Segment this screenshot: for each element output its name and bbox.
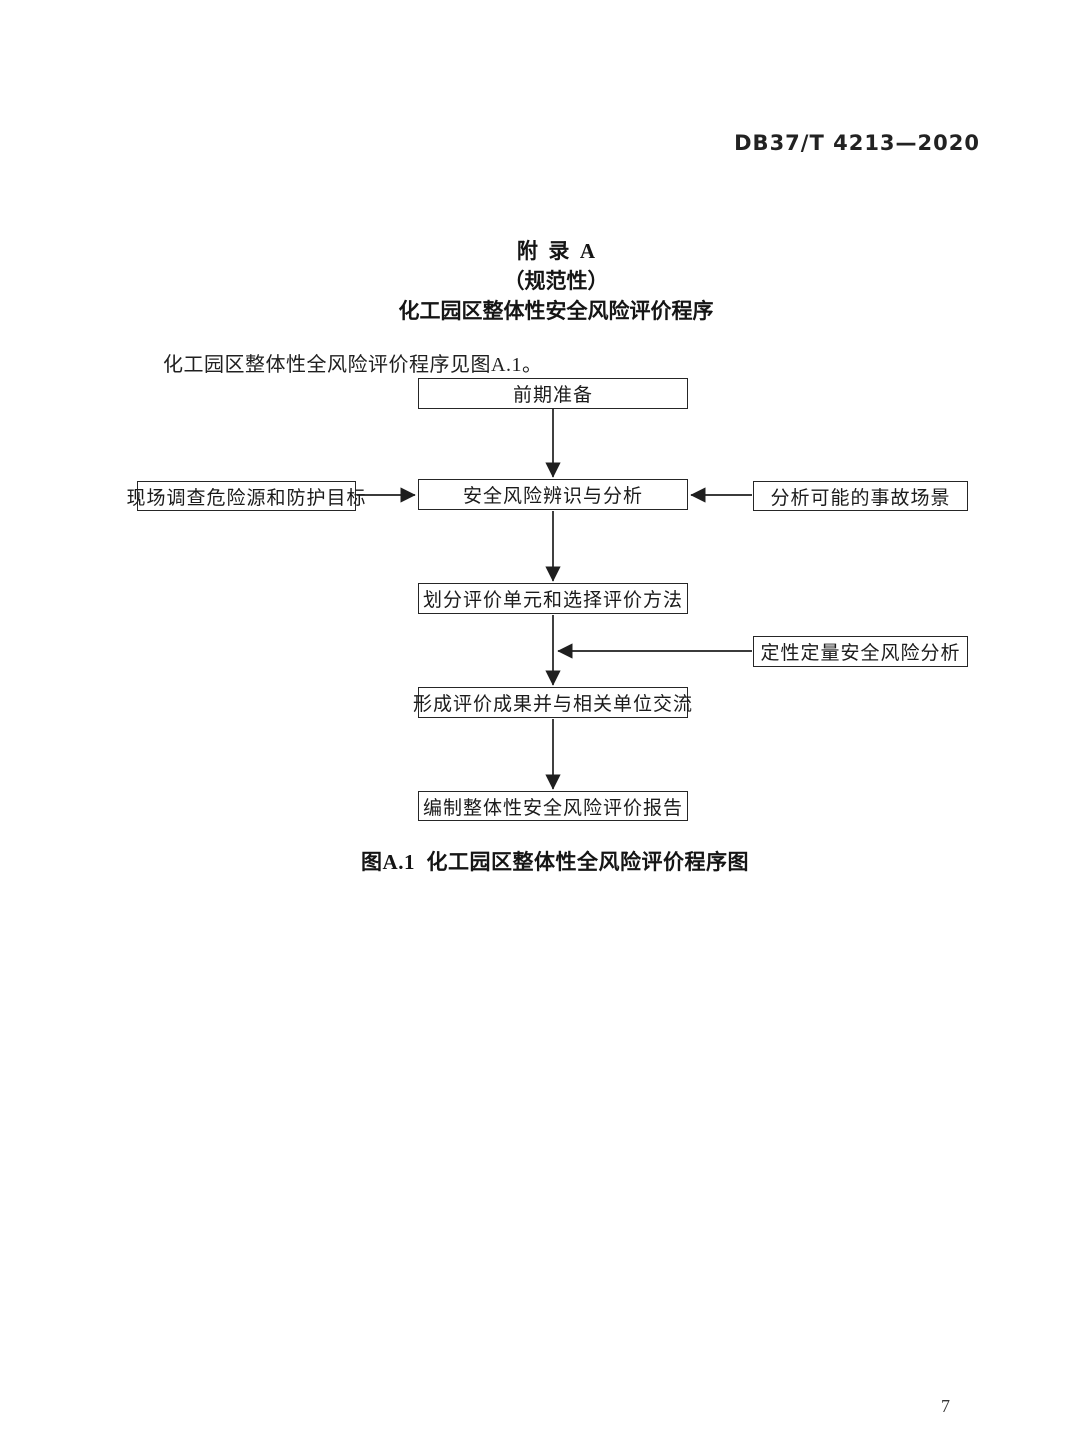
flowchart-node-report: 编制整体性安全风险评价报告 bbox=[418, 791, 688, 821]
page-number: 7 bbox=[941, 1396, 950, 1416]
intro-paragraph: 化工园区整体性全风险评价程序见图A.1。 bbox=[163, 354, 543, 376]
standard-number-header: DB37/T 4213—2020 bbox=[734, 131, 980, 155]
flowchart-node-risk-identification: 安全风险辨识与分析 bbox=[418, 479, 688, 510]
figure-caption: 图A.1 化工园区整体性全风险评价程序图 bbox=[361, 850, 749, 874]
appendix-title-block: 附 录 A （规范性） 化工园区整体性安全风险评价程序 bbox=[0, 236, 1080, 326]
flowchart-node-site-survey: 现场调查危险源和防护目标 bbox=[127, 481, 366, 511]
flowchart-node-accident-scenarios: 分析可能的事故场景 bbox=[753, 481, 968, 511]
flowchart-node-results-exchange: 形成评价成果并与相关单位交流 bbox=[413, 687, 692, 718]
flowchart-node-unit-division: 划分评价单元和选择评价方法 bbox=[418, 583, 688, 614]
flowchart-node-preparation: 前期准备 bbox=[418, 378, 688, 409]
flowchart-node-qual-quant-analysis: 定性定量安全风险分析 bbox=[753, 636, 968, 667]
appendix-normative-label: （规范性） bbox=[503, 269, 609, 293]
appendix-title: 附 录 A bbox=[516, 239, 596, 263]
appendix-subject-title: 化工园区整体性安全风险评价程序 bbox=[398, 299, 714, 323]
